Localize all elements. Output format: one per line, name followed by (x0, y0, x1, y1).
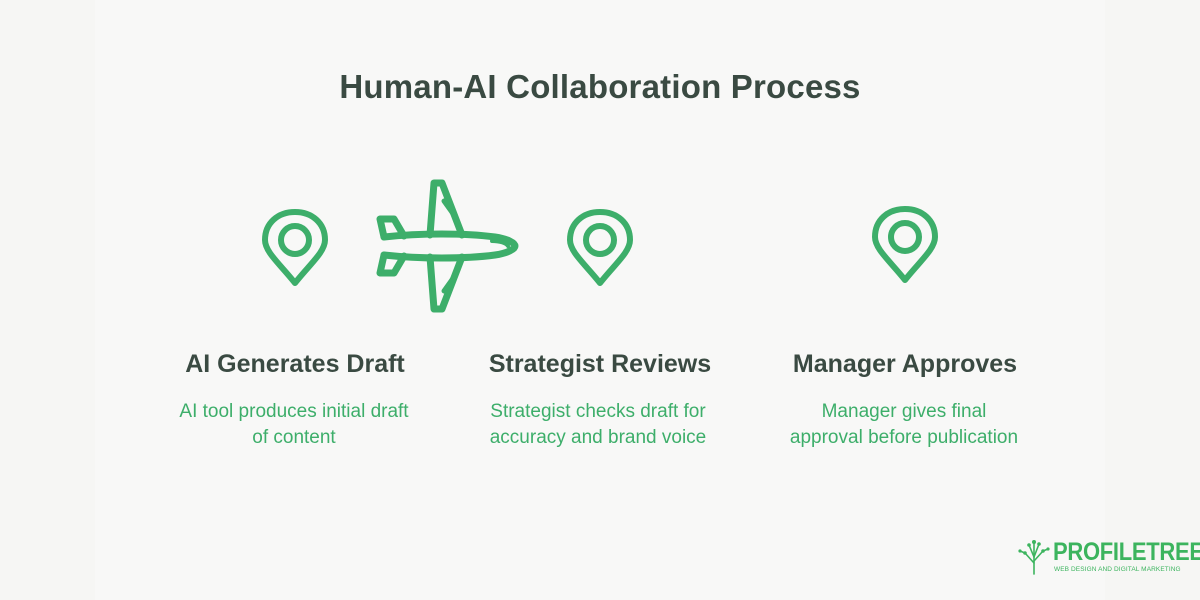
step-3-description-line: Manager gives final (821, 401, 987, 422)
step-1-title: AI Generates Draft (185, 350, 405, 378)
airplane-icon (376, 179, 519, 313)
logo-name: PROFILETREE (1053, 537, 1200, 566)
map-pin-icon (262, 209, 328, 286)
tree-icon (1018, 540, 1050, 575)
step-2-description-line: accuracy and brand voice (489, 427, 707, 448)
diagram-title: Human-AI Collaboration Process (339, 68, 861, 105)
logo-tagline: WEB DESIGN AND DIGITAL MARKETING (1054, 566, 1181, 573)
step-2-description-line: Strategist checks draft for (490, 401, 706, 422)
step-1-description-line: of content (252, 427, 336, 448)
step-2-description: Strategist checks draft for accuracy and… (448, 399, 748, 451)
step-2-title: Strategist Reviews (488, 350, 712, 378)
map-pin-icon (872, 206, 938, 283)
diagram-canvas (95, 0, 1105, 600)
step-3-description-line: approval before publication (789, 427, 1019, 448)
profiletree-logo: PROFILETREE WEB DESIGN AND DIGITAL MARKE… (1017, 537, 1200, 579)
map-pin-icon (567, 209, 633, 286)
step-1-description-line: AI tool produces initial draft (179, 401, 409, 422)
step-1-description: AI tool produces initial draft of conten… (144, 399, 444, 451)
step-3-description: Manager gives final approval before publ… (754, 399, 1054, 451)
step-3-title: Manager Approves (792, 350, 1018, 378)
